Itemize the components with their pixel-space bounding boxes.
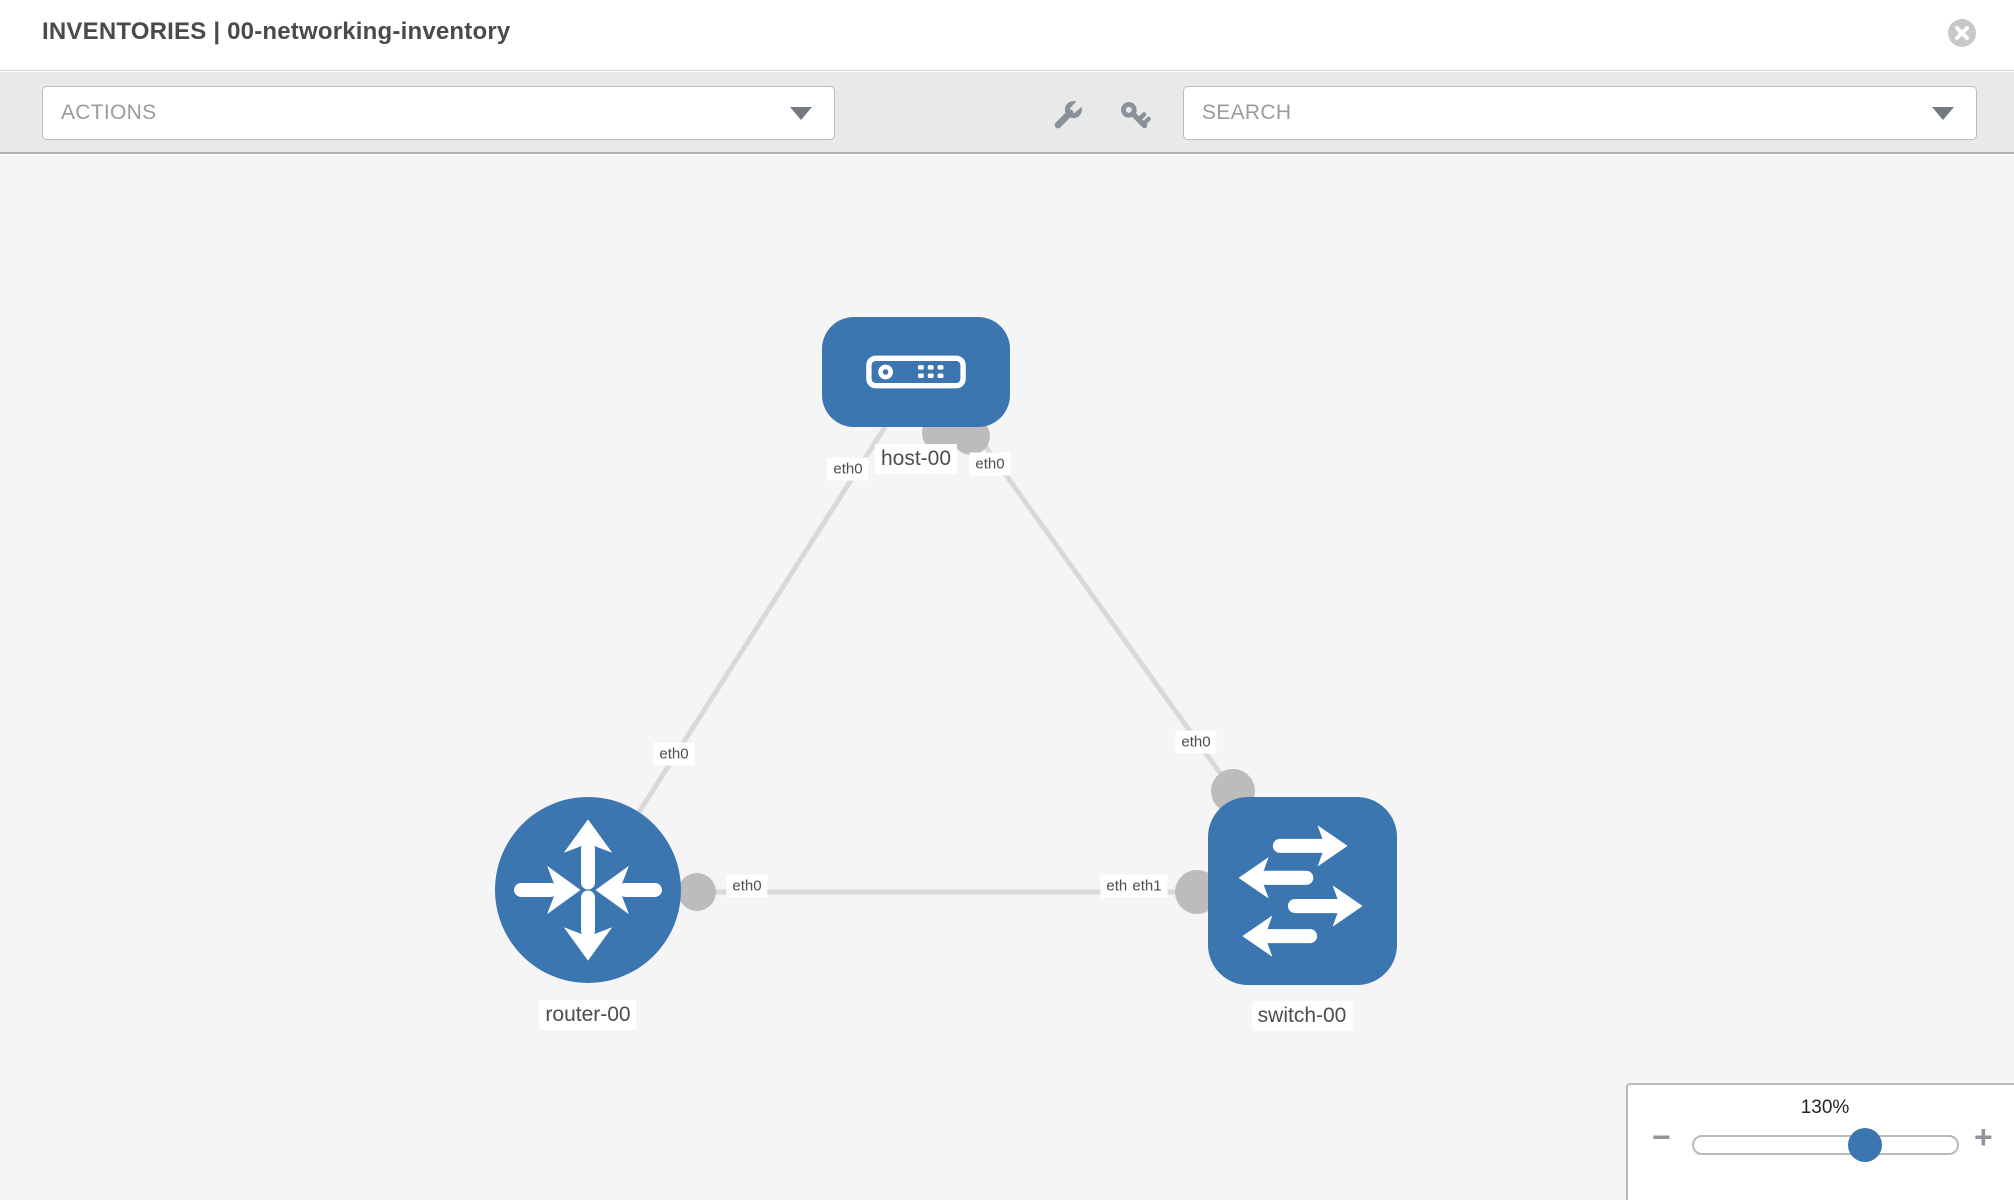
port-router-eth0 xyxy=(678,873,716,911)
page-title: INVENTORIES | 00-networking-inventory xyxy=(42,18,511,45)
search-placeholder: SEARCH xyxy=(1202,101,1292,124)
interface-label-router-right: eth0 xyxy=(726,874,768,898)
interface-label-host-right: eth0 xyxy=(969,452,1011,476)
links-layer xyxy=(585,425,1236,895)
node-label-host: host-00 xyxy=(874,444,958,474)
interface-label-host-left: eth0 xyxy=(827,457,869,481)
node-label-router: router-00 xyxy=(539,1000,637,1030)
node-router-00[interactable] xyxy=(495,797,681,983)
credentials-button[interactable] xyxy=(1116,97,1154,135)
node-label-switch: switch-00 xyxy=(1251,1001,1353,1031)
interface-label-router-top: eth0 xyxy=(653,742,695,766)
topology-canvas[interactable]: host-00 eth0 eth0 eth0 eth0 eth0 eth0 et… xyxy=(0,156,2014,1200)
key-icon xyxy=(1121,102,1151,129)
close-button[interactable] xyxy=(1948,19,1976,47)
configure-button[interactable] xyxy=(1048,97,1086,135)
zoom-slider-thumb[interactable] xyxy=(1848,1128,1882,1162)
host-icon xyxy=(866,355,966,389)
zoom-in-button[interactable]: + xyxy=(1974,1119,1993,1155)
interface-label-switch-top: eth0 xyxy=(1175,730,1217,754)
chevron-down-icon xyxy=(1932,107,1954,120)
close-icon xyxy=(1955,26,1969,40)
interface-label-switch-left-front: eth1 xyxy=(1126,874,1168,898)
zoom-out-button[interactable]: − xyxy=(1652,1119,1671,1155)
actions-dropdown[interactable]: ACTIONS xyxy=(42,86,835,140)
actions-dropdown-label: ACTIONS xyxy=(61,101,157,124)
zoom-widget: 130% − + xyxy=(1626,1083,2014,1200)
zoom-slider-track[interactable] xyxy=(1692,1135,1959,1155)
switch-icon xyxy=(1238,825,1363,957)
header-bar: INVENTORIES | 00-networking-inventory xyxy=(0,0,2014,71)
toolbar: ACTIONS SEARC xyxy=(0,72,2014,154)
search-dropdown[interactable]: SEARCH xyxy=(1183,86,1977,140)
node-switch-00[interactable] xyxy=(1208,797,1397,985)
node-host-00[interactable] xyxy=(822,317,1010,427)
router-icon xyxy=(514,819,662,961)
zoom-level: 130% xyxy=(1800,1097,1850,1118)
chevron-down-icon xyxy=(790,107,812,120)
wrench-icon xyxy=(1054,99,1084,129)
